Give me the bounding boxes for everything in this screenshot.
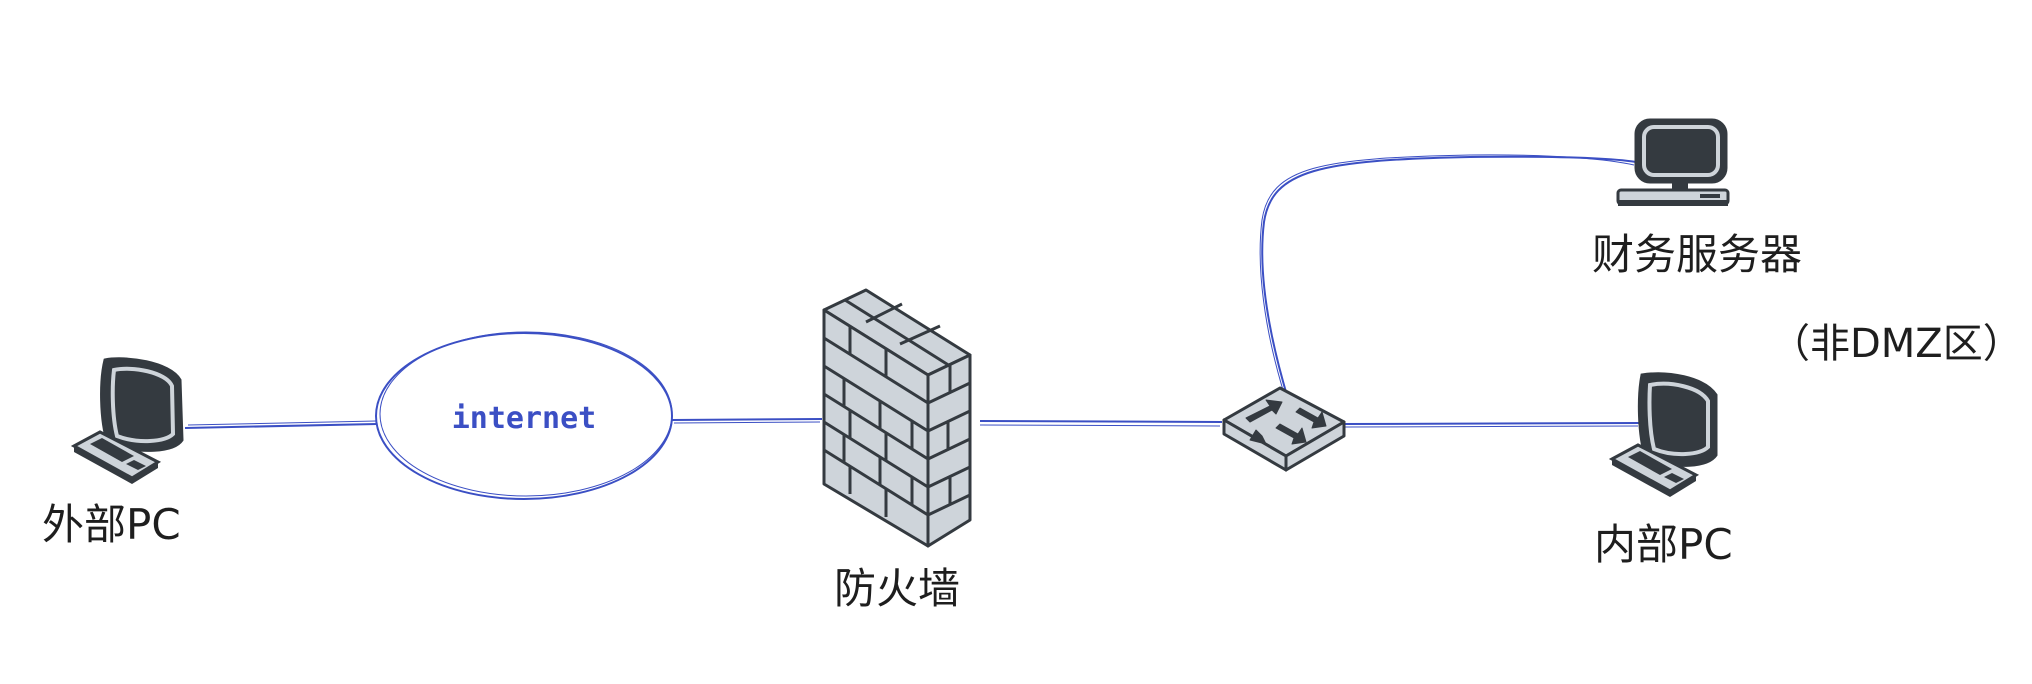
network-switch-icon (1222, 386, 1346, 472)
firewall-icon (822, 288, 972, 548)
link-switch-internal-pc (1342, 422, 1641, 425)
link-switch-internal-pc-sketch (1344, 425, 1639, 428)
link-internet-firewall (671, 418, 823, 421)
link-external-pc-internet (184, 423, 378, 429)
server-terminal-icon (1616, 118, 1730, 206)
internet-cloud: internet (375, 331, 673, 500)
link-switch-finance-server (1261, 155, 1637, 393)
zone-note: （非DMZ区） (1770, 321, 2023, 367)
internet-label: internet (452, 401, 597, 436)
link-firewall-switch-sketch (979, 424, 1221, 427)
links (184, 154, 1641, 429)
internet-ellipse-sketch (379, 331, 673, 497)
internal-pc-icon (1608, 372, 1718, 497)
finance-server-label: 财务服务器 (1592, 230, 1803, 279)
internal-pc-label: 内部PC (1594, 520, 1733, 569)
external-pc-label: 外部PC (42, 500, 181, 549)
firewall-label: 防火墙 (834, 564, 961, 613)
link-firewall-switch (979, 420, 1223, 423)
link-external-pc-internet-sketch (187, 420, 377, 426)
external-pc-icon (70, 357, 184, 484)
link-switch-finance-server-sketch (1259, 154, 1635, 391)
link-internet-firewall-sketch (673, 421, 821, 424)
